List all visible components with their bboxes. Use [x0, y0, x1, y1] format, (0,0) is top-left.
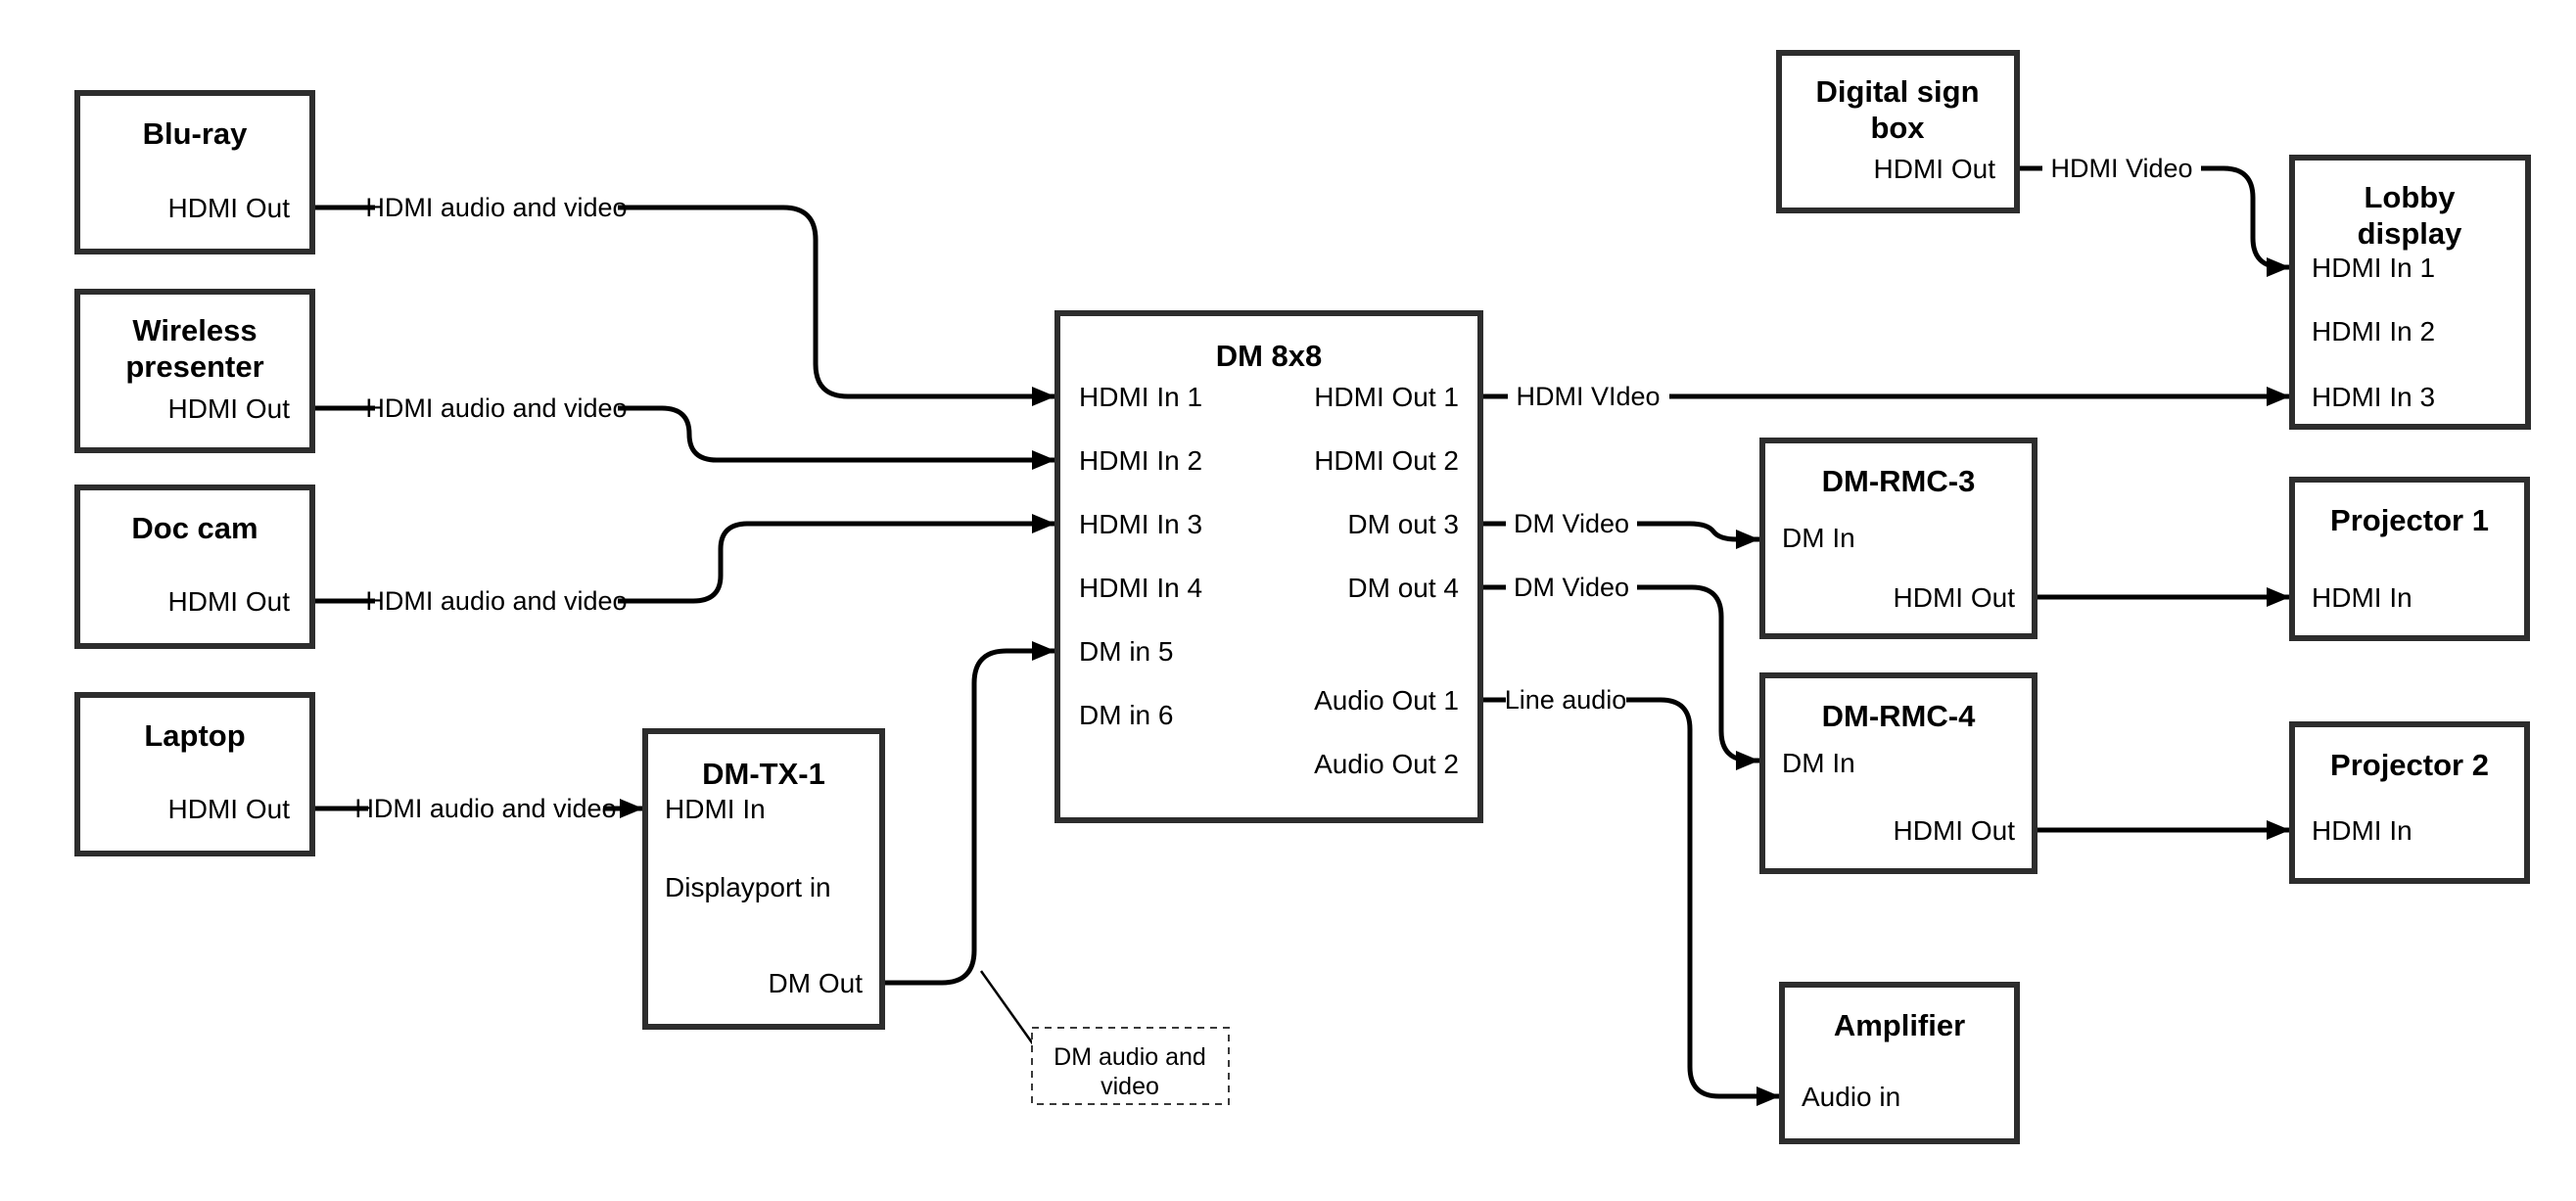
- port-dm8x8-dm-out-3: DM out 3: [1347, 509, 1459, 539]
- note-callout-line: [979, 970, 1036, 1046]
- port-projector-2-hdmi-in: HDMI In: [2312, 815, 2412, 846]
- box-wireless-presenter[interactable]: Wireless presenter HDMI Out: [74, 289, 315, 453]
- box-laptop-title: Laptop: [144, 718, 245, 753]
- port-dm8x8-audio-out-2: Audio Out 2: [1314, 749, 1459, 779]
- port-dm8x8-hdmi-in-4: HDMI In 4: [1079, 573, 1202, 603]
- wire-dmtx1-to-dm8x8[interactable]: [882, 641, 1055, 986]
- port-dm-rmc-4-hdmi-out: HDMI Out: [1894, 815, 2016, 846]
- wire-label-laptop: HDMI audio and video: [354, 794, 616, 823]
- wire-label-wireless: HDMI audio and video: [365, 393, 627, 423]
- port-dm8x8-hdmi-out-2: HDMI Out 2: [1314, 445, 1459, 476]
- note-dm-audio-video[interactable]: DM audio and video: [1031, 1027, 1230, 1105]
- wire-label-bluray: HDMI audio and video: [365, 193, 627, 222]
- port-dm-rmc-3-dm-in: DM In: [1782, 523, 1855, 553]
- box-dm-rmc-4-title: DM-RMC-4: [1822, 699, 1976, 733]
- port-lobby-hdmi-in-1: HDMI In 1: [2312, 253, 2435, 283]
- port-bluray-hdmi-out: HDMI Out: [168, 193, 291, 223]
- wire-dm8x8-out3-to-rmc3[interactable]: [1480, 521, 1759, 549]
- box-projector-2-title: Projector 2: [2330, 748, 2489, 782]
- box-amplifier-title: Amplifier: [1834, 1008, 1965, 1042]
- port-dm-rmc-3-hdmi-out: HDMI Out: [1894, 582, 2016, 613]
- port-dm8x8-hdmi-in-3: HDMI In 3: [1079, 509, 1202, 539]
- port-dm8x8-dm-in-5: DM in 5: [1079, 636, 1173, 667]
- box-projector-1[interactable]: Projector 1 HDMI In: [2289, 477, 2530, 641]
- box-lobby-title-line1: Lobby: [2365, 180, 2457, 214]
- wire-dm8x8-audio1-to-amp[interactable]: [1480, 697, 1780, 1106]
- port-dm-tx-1-displayport-in: Displayport in: [665, 872, 831, 902]
- port-dm-tx-1-hdmi-in: HDMI In: [665, 794, 766, 824]
- port-lobby-hdmi-in-3: HDMI In 3: [2312, 382, 2435, 412]
- port-dm8x8-dm-in-6: DM in 6: [1079, 700, 1173, 730]
- box-amplifier[interactable]: Amplifier Audio in: [1779, 982, 2020, 1144]
- box-lobby-title-line2: display: [2358, 216, 2463, 251]
- port-dm8x8-hdmi-out-1: HDMI Out 1: [1314, 382, 1459, 412]
- box-dm-8x8-title: DM 8x8: [1216, 339, 1323, 373]
- box-bluray[interactable]: Blu-ray HDMI Out: [74, 90, 315, 254]
- wire-label-digitalsign: HDMI Video: [2050, 154, 2192, 183]
- port-projector-1-hdmi-in: HDMI In: [2312, 582, 2412, 613]
- box-dm-rmc-3-title: DM-RMC-3: [1822, 464, 1976, 498]
- box-digital-sign[interactable]: Digital sign box HDMI Out: [1776, 50, 2020, 213]
- box-bluray-title: Blu-ray: [143, 116, 249, 151]
- wire-label-dm-video-4: DM Video: [1514, 573, 1629, 602]
- box-digital-sign-title-line2: box: [1870, 111, 1925, 145]
- port-dm8x8-hdmi-in-2: HDMI In 2: [1079, 445, 1202, 476]
- note-line2: video: [1101, 1073, 1159, 1100]
- port-dm-rmc-4-dm-in: DM In: [1782, 748, 1855, 778]
- box-doc-cam[interactable]: Doc cam HDMI Out: [74, 485, 315, 649]
- port-dm-tx-1-dm-out: DM Out: [769, 968, 864, 998]
- box-digital-sign-title-line1: Digital sign: [1815, 74, 1979, 109]
- port-dm8x8-hdmi-in-1: HDMI In 1: [1079, 382, 1202, 412]
- box-wireless-title-line2: presenter: [125, 349, 263, 384]
- wire-dm8x8-out4-to-rmc4[interactable]: [1480, 584, 1759, 770]
- wire-label-line-audio: Line audio: [1505, 685, 1627, 715]
- box-laptop[interactable]: Laptop HDMI Out: [74, 692, 315, 856]
- wire-wireless-to-dm8x8[interactable]: [312, 405, 1055, 470]
- note-line1: DM audio and: [1054, 1043, 1206, 1071]
- box-dm-rmc-3[interactable]: DM-RMC-3 DM In HDMI Out: [1759, 438, 2037, 639]
- box-dm-8x8[interactable]: DM 8x8 HDMI In 1 HDMI In 2 HDMI In 3 HDM…: [1054, 310, 1483, 823]
- wire-bluray-to-dm8x8[interactable]: [312, 205, 1055, 406]
- box-dm-tx-1[interactable]: DM-TX-1 HDMI In Displayport in DM Out: [642, 728, 885, 1030]
- port-doc-cam-hdmi-out: HDMI Out: [168, 586, 291, 617]
- box-doc-cam-title: Doc cam: [131, 511, 258, 545]
- box-dm-rmc-4[interactable]: DM-RMC-4 DM In HDMI Out: [1759, 672, 2037, 874]
- port-laptop-hdmi-out: HDMI Out: [168, 794, 291, 824]
- wire-label-dm-video-3: DM Video: [1514, 509, 1629, 538]
- port-digital-sign-hdmi-out: HDMI Out: [1874, 154, 1996, 184]
- port-lobby-hdmi-in-2: HDMI In 2: [2312, 316, 2435, 346]
- port-dm8x8-dm-out-4: DM out 4: [1347, 573, 1459, 603]
- wire-doccam-to-dm8x8[interactable]: [312, 514, 1055, 604]
- wire-digitalsign-to-lobby[interactable]: [2017, 165, 2290, 277]
- box-projector-1-title: Projector 1: [2330, 503, 2489, 537]
- wire-label-hdmi-video-out1: HDMI VIdeo: [1516, 382, 1660, 411]
- port-amplifier-audio-in: Audio in: [1802, 1082, 1900, 1112]
- box-dm-tx-1-title: DM-TX-1: [702, 757, 825, 791]
- box-projector-2[interactable]: Projector 2 HDMI In: [2289, 721, 2530, 884]
- port-dm8x8-audio-out-1: Audio Out 1: [1314, 685, 1459, 716]
- wire-label-doccam: HDMI audio and video: [365, 586, 627, 616]
- port-wireless-hdmi-out: HDMI Out: [168, 393, 291, 424]
- box-wireless-title-line1: Wireless: [132, 313, 257, 347]
- box-lobby-display[interactable]: Lobby display HDMI In 1 HDMI In 2 HDMI I…: [2289, 155, 2531, 430]
